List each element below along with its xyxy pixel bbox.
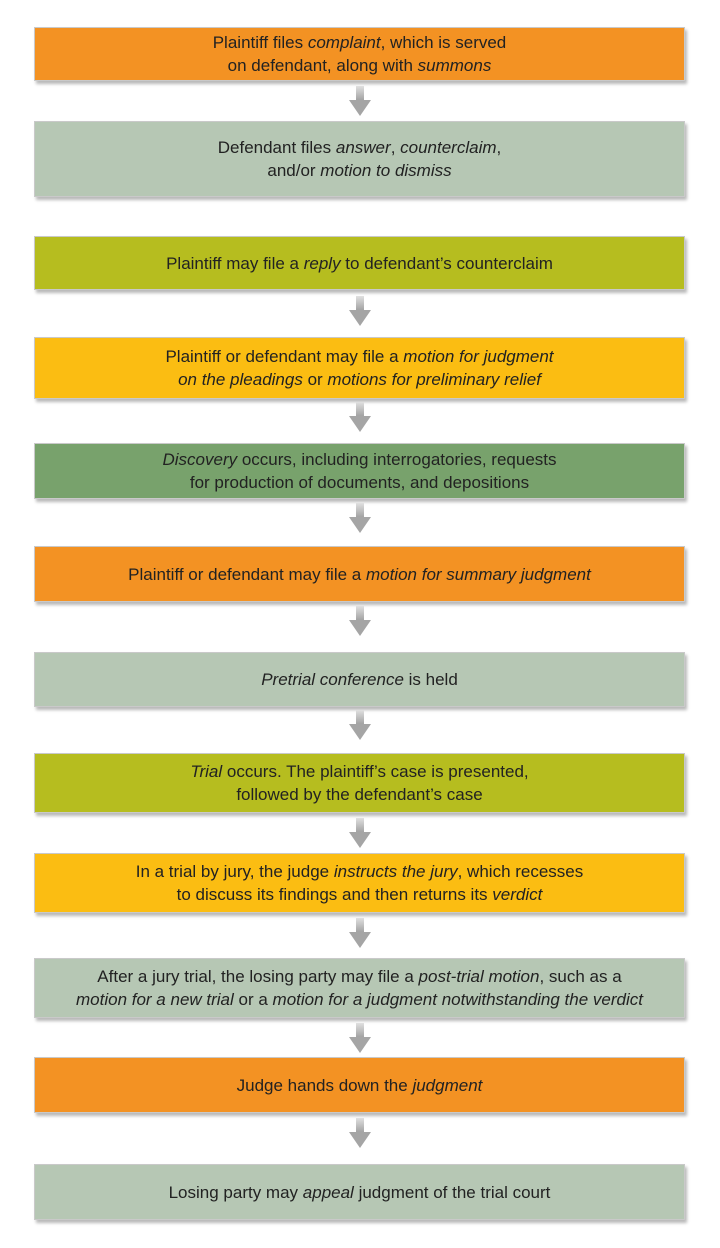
- text-run: Plaintiff or defendant may file a: [165, 347, 404, 366]
- emphasized-term: Pretrial conference: [261, 670, 404, 689]
- text-run: occurs. The plaintiff’s case is presente…: [222, 762, 529, 781]
- step-text: Judge hands down the judgment: [237, 1074, 483, 1097]
- down-arrow-icon: [349, 296, 371, 326]
- step-discovery: Discovery occurs, including interrogator…: [34, 443, 685, 499]
- text-run: to defendant’s counterclaim: [340, 253, 553, 273]
- step-text: In a trial by jury, the judge instructs …: [136, 860, 584, 906]
- text-run: , which is served: [380, 33, 507, 52]
- emphasized-term: summons: [417, 56, 492, 75]
- text-run: Defendant files: [217, 138, 336, 157]
- down-arrow-icon: [349, 710, 371, 740]
- step-motion-judgment-pleadings: Plaintiff or defendant may file a motion…: [34, 337, 685, 399]
- emphasized-term: appeal: [302, 1182, 354, 1202]
- emphasized-term: counterclaim: [400, 138, 497, 157]
- text-run: followed by the defendant’s case: [236, 785, 483, 804]
- step-text: Losing party may appeal judgment of the …: [169, 1181, 551, 1204]
- emphasized-term: on the pleadings: [178, 370, 303, 389]
- text-run: Judge hands down the: [236, 1075, 413, 1095]
- text-run: or: [302, 370, 328, 389]
- emphasized-term: motion for a new trial: [76, 990, 234, 1009]
- step-text: Plaintiff or defendant may file a motion…: [165, 345, 553, 391]
- step-text: Discovery occurs, including interrogator…: [162, 448, 556, 494]
- step-post-trial-motion: After a jury trial, the losing party may…: [34, 958, 685, 1018]
- emphasized-term: verdict: [492, 885, 543, 904]
- emphasized-term: reply: [303, 253, 341, 273]
- text-run: ,: [496, 138, 502, 157]
- down-arrow-icon: [349, 818, 371, 848]
- text-run: judgment of the trial court: [353, 1182, 551, 1202]
- emphasized-term: motions for preliminary relief: [327, 370, 541, 389]
- step-summary-judgment: Plaintiff or defendant may file a motion…: [34, 546, 685, 602]
- down-arrow-icon: [349, 402, 371, 432]
- text-run: , such as a: [539, 967, 622, 986]
- text-run: After a jury trial, the losing party may…: [97, 967, 419, 986]
- emphasized-term: complaint: [307, 33, 381, 52]
- emphasized-term: motion for judgment: [403, 347, 554, 366]
- step-text: Defendant files answer, counterclaim, and…: [218, 136, 502, 182]
- text-run: and/or: [267, 161, 321, 180]
- emphasized-term: answer: [335, 138, 391, 157]
- text-run: Plaintiff files: [212, 33, 308, 52]
- emphasized-term: Discovery: [162, 450, 238, 469]
- text-run: Plaintiff may file a: [166, 253, 304, 273]
- text-run: for production of documents, and deposit…: [189, 473, 530, 492]
- down-arrow-icon: [349, 918, 371, 948]
- step-text: Plaintiff or defendant may file a motion…: [128, 563, 591, 586]
- step-text: After a jury trial, the losing party may…: [76, 965, 643, 1011]
- emphasized-term: instructs the jury: [333, 862, 458, 881]
- down-arrow-icon: [349, 503, 371, 533]
- text-run: or a: [233, 990, 273, 1009]
- down-arrow-icon: [349, 86, 371, 116]
- text-run: , which recesses: [457, 862, 584, 881]
- step-pretrial-conference: Pretrial conference is held: [34, 652, 685, 707]
- step-text: Plaintiff files complaint, which is serv…: [213, 31, 507, 77]
- step-reply: Plaintiff may file a reply to defendant’…: [34, 236, 685, 290]
- step-text: Trial occurs. The plaintiff’s case is pr…: [190, 760, 528, 806]
- text-run: to discuss its findings and then returns…: [176, 885, 493, 904]
- step-text: Plaintiff may file a reply to defendant’…: [166, 252, 553, 275]
- step-complaint: Plaintiff files complaint, which is serv…: [34, 27, 685, 81]
- down-arrow-icon: [349, 1023, 371, 1053]
- emphasized-term: judgment: [412, 1075, 483, 1095]
- down-arrow-icon: [349, 606, 371, 636]
- emphasized-term: motion to dismiss: [320, 161, 452, 180]
- emphasized-term: post-trial motion: [418, 967, 540, 986]
- emphasized-term: motion for a judgment notwithstanding th…: [272, 990, 643, 1009]
- step-text: Pretrial conference is held: [261, 668, 458, 691]
- step-answer: Defendant files answer, counterclaim, and…: [34, 121, 685, 197]
- step-appeal: Losing party may appeal judgment of the …: [34, 1164, 685, 1220]
- step-judgment: Judge hands down the judgment: [34, 1057, 685, 1113]
- text-run: occurs, including interrogatories, reque…: [237, 450, 557, 469]
- text-run: Plaintiff or defendant may file a: [128, 564, 366, 584]
- text-run: is held: [403, 670, 458, 689]
- emphasized-term: Trial: [190, 762, 223, 781]
- emphasized-term: motion for summary judgment: [365, 564, 591, 584]
- step-trial: Trial occurs. The plaintiff’s case is pr…: [34, 753, 685, 813]
- text-run: In a trial by jury, the judge: [135, 862, 334, 881]
- text-run: Losing party may: [168, 1182, 303, 1202]
- text-run: ,: [390, 138, 401, 157]
- down-arrow-icon: [349, 1118, 371, 1148]
- text-run: on defendant, along with: [227, 56, 418, 75]
- step-jury-instructions: In a trial by jury, the judge instructs …: [34, 853, 685, 913]
